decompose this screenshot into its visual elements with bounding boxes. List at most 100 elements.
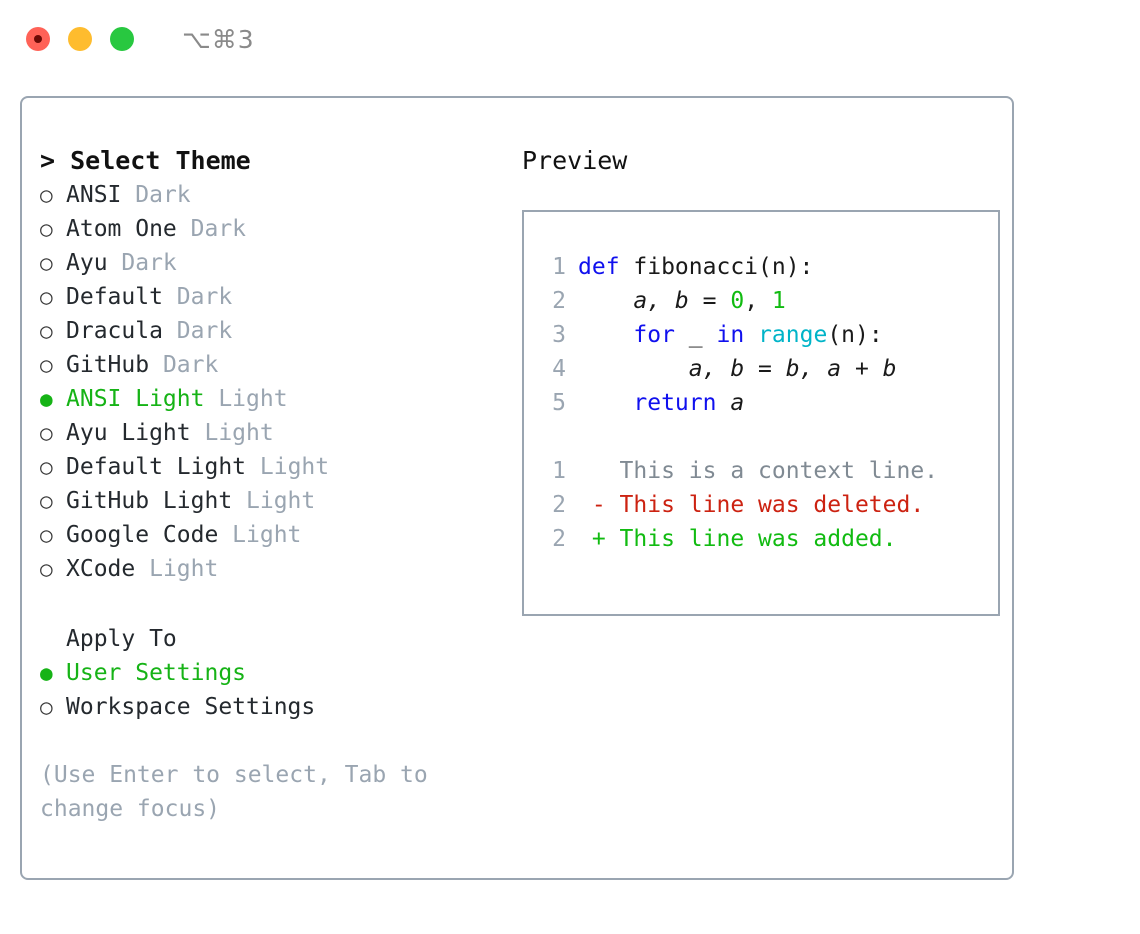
theme-option-ansi[interactable]: ○ANSI Dark bbox=[40, 178, 502, 212]
theme-option-kind: Dark bbox=[162, 352, 219, 378]
apply-to-option-user-settings[interactable]: ● User Settings bbox=[40, 656, 502, 690]
theme-option-name: Atom One bbox=[66, 216, 191, 242]
radio-unselected-icon: ○ bbox=[40, 523, 53, 547]
diff-line-add: 2 + This line was added. bbox=[538, 522, 998, 556]
code-line: 2 a, b = 0, 1 bbox=[538, 284, 998, 318]
theme-option-kind: Dark bbox=[121, 250, 177, 276]
code-token-var: b, a bbox=[785, 356, 842, 382]
theme-option-kind: Light bbox=[204, 420, 274, 446]
theme-option-kind: Light bbox=[149, 556, 219, 582]
radio-unselected-icon: ○ bbox=[40, 217, 53, 241]
theme-option-name: Default Light bbox=[66, 454, 260, 480]
code-line: 5 return a bbox=[538, 386, 998, 420]
code-token-var: a bbox=[730, 390, 745, 416]
radio-selected-icon: ● bbox=[40, 661, 53, 685]
apply-to-option-label: User Settings bbox=[66, 660, 247, 686]
code-line-text: def fibonacci(n): bbox=[578, 250, 813, 284]
theme-option-name: GitHub Light bbox=[66, 488, 247, 514]
code-token-var: _ bbox=[688, 322, 703, 348]
theme-option-name: Dracula bbox=[66, 318, 177, 344]
theme-option-kind: Dark bbox=[176, 318, 233, 344]
code-token-plain: , bbox=[744, 288, 772, 314]
select-theme-heading: > Select Theme bbox=[40, 146, 251, 175]
theme-option-kind: Light bbox=[246, 488, 316, 514]
radio-unselected-icon: ○ bbox=[40, 489, 53, 513]
code-line: 3 for _ in range(n): bbox=[538, 318, 998, 352]
theme-option-ansi-light[interactable]: ●ANSI Light Light bbox=[40, 382, 502, 416]
code-token-plain: = bbox=[688, 288, 731, 314]
code-token-plain: (n): bbox=[827, 322, 883, 348]
theme-option-kind: Dark bbox=[176, 284, 233, 310]
radio-unselected-icon: ○ bbox=[40, 557, 53, 581]
diff-line-ctx: 1 This is a context line. bbox=[538, 454, 998, 488]
code-token-fn: range bbox=[758, 322, 828, 348]
theme-option-ayu-light[interactable]: ○ Ayu Light Light bbox=[40, 416, 502, 450]
radio-unselected-icon: ○ bbox=[40, 183, 53, 207]
keyboard-hint-text: (Use Enter to select, Tab to change focu… bbox=[40, 762, 428, 822]
code-token-var: a, b bbox=[688, 356, 745, 382]
diff-line-number: 1 bbox=[552, 458, 566, 484]
minimize-button-icon[interactable] bbox=[68, 27, 92, 51]
diff-line-text: - This line was deleted. bbox=[578, 492, 925, 518]
theme-list[interactable]: ○ANSI Dark○Atom One Dark○Ayu Dark○Defaul… bbox=[40, 178, 502, 586]
apply-to-heading: Apply To bbox=[66, 626, 177, 652]
code-line-number: 4 bbox=[552, 356, 566, 382]
code-token-plain bbox=[744, 322, 758, 348]
main-panel: > Select Theme ○ANSI Dark○Atom One Dark○… bbox=[20, 96, 1014, 880]
diff-line-text: This is a context line. bbox=[578, 458, 939, 484]
radio-unselected-icon: ○ bbox=[40, 251, 53, 275]
code-line-text: return a bbox=[578, 386, 744, 420]
code-line-number: 5 bbox=[552, 390, 566, 416]
code-token-kw: def bbox=[578, 254, 634, 280]
theme-option-default-light[interactable]: ○Default Light Light bbox=[40, 450, 502, 484]
code-token-num: 0 bbox=[730, 288, 745, 314]
code-token-plain bbox=[578, 322, 633, 348]
code-line: 1 def fibonacci(n): bbox=[538, 250, 998, 284]
code-token-plain bbox=[675, 322, 689, 348]
code-token-kw: return bbox=[633, 390, 717, 416]
theme-option-name: Google Code bbox=[66, 522, 233, 548]
theme-option-google-code[interactable]: ○ Google Code Light bbox=[40, 518, 502, 552]
code-token-plain: = bbox=[744, 356, 786, 382]
theme-option-github[interactable]: ○GitHub Dark bbox=[40, 348, 502, 382]
theme-option-ayu[interactable]: ○Ayu Dark bbox=[40, 246, 502, 280]
theme-option-github-light[interactable]: ○ GitHub Light Light bbox=[40, 484, 502, 518]
radio-unselected-icon: ○ bbox=[40, 319, 53, 343]
apply-to-option-workspace-settings[interactable]: ○ Workspace Settings bbox=[40, 690, 502, 724]
radio-unselected-icon: ○ bbox=[40, 695, 53, 719]
code-line-text: for _ in range(n): bbox=[578, 318, 883, 352]
radio-unselected-icon: ○ bbox=[40, 285, 53, 309]
theme-option-default[interactable]: ○Default Dark bbox=[40, 280, 502, 314]
diff-line-number: 2 bbox=[552, 492, 566, 518]
diff-sample: 1 This is a context line.2 - This line w… bbox=[538, 454, 998, 556]
radio-unselected-icon: ○ bbox=[40, 421, 53, 445]
theme-option-name: Ayu Light bbox=[66, 420, 205, 446]
theme-option-atom-one[interactable]: ○ Atom One Dark bbox=[40, 212, 502, 246]
theme-option-dracula[interactable]: ○ Dracula Dark bbox=[40, 314, 502, 348]
theme-option-kind: Dark bbox=[190, 216, 247, 242]
keyboard-shortcut-label: ⌥⌘3 bbox=[182, 24, 255, 54]
theme-option-kind: Dark bbox=[135, 182, 191, 208]
code-line-text: a, b = 0, 1 bbox=[578, 284, 786, 318]
theme-option-kind: Light bbox=[232, 522, 302, 548]
preview-heading: Preview bbox=[522, 146, 628, 175]
theme-option-name: ANSI Light bbox=[66, 386, 219, 412]
maximize-button-icon[interactable] bbox=[110, 27, 134, 51]
window-controls bbox=[26, 27, 134, 51]
theme-option-name: GitHub bbox=[66, 352, 163, 378]
apply-to-option-label: Workspace Settings bbox=[66, 694, 316, 720]
code-token-num: 1 bbox=[771, 288, 786, 314]
theme-option-xcode[interactable]: ○XCode Light bbox=[40, 552, 502, 586]
code-line-number: 1 bbox=[552, 254, 566, 280]
code-line-number: 2 bbox=[552, 288, 566, 314]
code-token-plain bbox=[578, 288, 633, 314]
code-token-plain bbox=[703, 322, 717, 348]
code-token-kw: in bbox=[716, 322, 745, 348]
diff-line-del: 2 - This line was deleted. bbox=[538, 488, 998, 522]
diff-line-text: + This line was added. bbox=[578, 526, 897, 552]
close-button-icon[interactable] bbox=[26, 27, 50, 51]
apply-to-list[interactable]: ● User Settings ○ Workspace Settings bbox=[40, 656, 502, 724]
code-token-plain: fibonacci(n): bbox=[633, 254, 814, 280]
